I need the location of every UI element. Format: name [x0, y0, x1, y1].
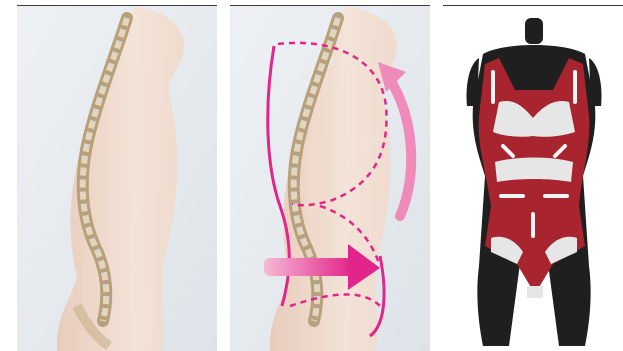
spine-neutral-panel	[17, 0, 217, 351]
bodysuit-product-panel	[443, 0, 623, 351]
posture-bodysuit-product	[443, 6, 623, 351]
clasp	[527, 286, 543, 298]
spine-neutral-illustration	[17, 6, 217, 351]
spine-correction-illustration	[230, 6, 430, 351]
spine-correction-panel	[230, 0, 430, 351]
